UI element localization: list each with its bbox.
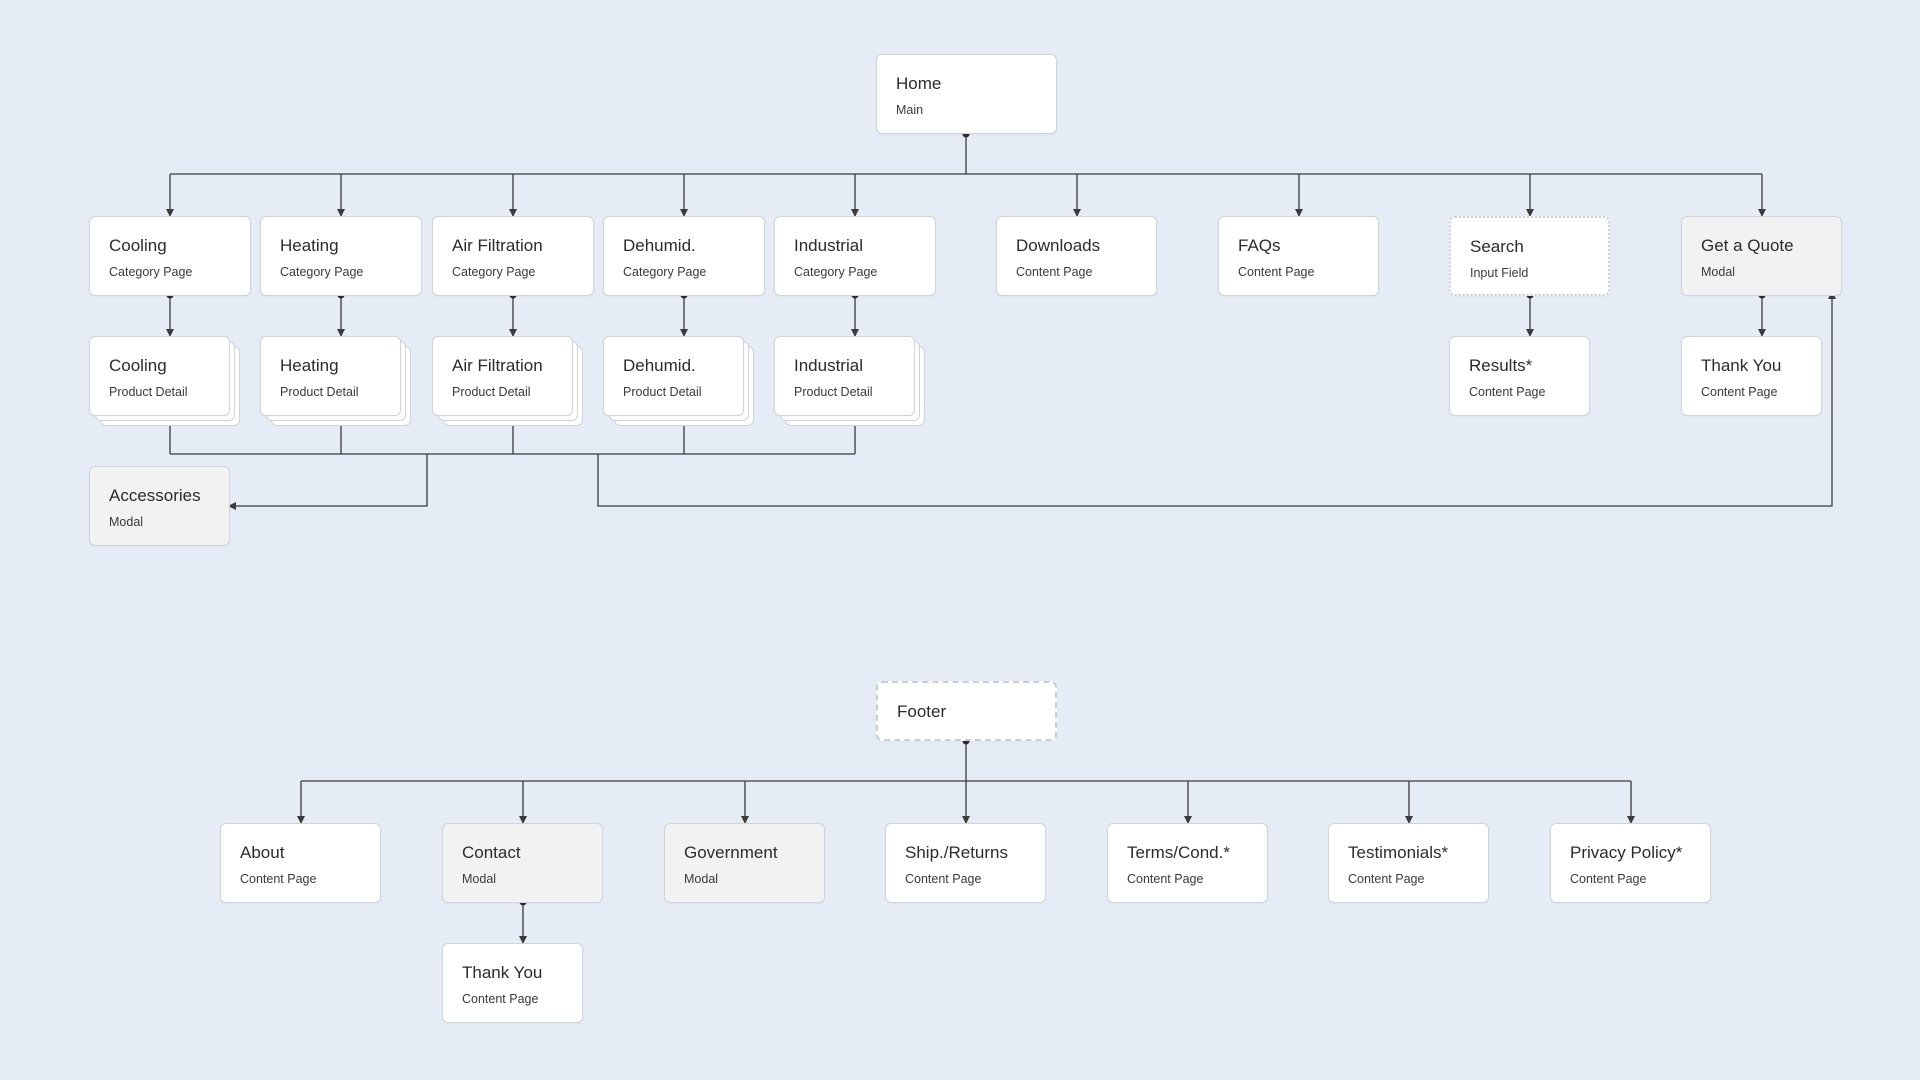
node-results[interactable]: Results* Content Page	[1449, 336, 1590, 416]
node-title: Thank You	[462, 963, 543, 982]
node-title: Heating	[280, 356, 339, 375]
node-government[interactable]: Government Modal	[664, 823, 825, 903]
node-subtitle: Product Detail	[280, 385, 359, 399]
node-privacy-policy[interactable]: Privacy Policy* Content Page	[1550, 823, 1711, 903]
node-industrial-category[interactable]: Industrial Category Page	[774, 216, 936, 296]
node-subtitle: Category Page	[280, 265, 364, 279]
node-subtitle: Category Page	[109, 265, 193, 279]
node-title: Search	[1470, 237, 1524, 256]
node-footer[interactable]: Footer	[876, 681, 1057, 741]
node-title: Accessories	[109, 486, 201, 505]
node-subtitle: Modal	[1701, 265, 1736, 279]
node-title: Air Filtration	[452, 356, 543, 375]
node-title: Dehumid.	[623, 236, 696, 255]
node-cooling-product-detail[interactable]: Cooling Product Detail	[89, 336, 230, 416]
node-title: Home	[896, 74, 942, 93]
node-title: Testimonials*	[1348, 843, 1449, 862]
node-subtitle: Product Detail	[794, 385, 873, 399]
node-dehumid-category[interactable]: Dehumid. Category Page	[603, 216, 765, 296]
node-title: About	[240, 843, 285, 862]
node-subtitle: Category Page	[623, 265, 707, 279]
node-subtitle: Content Page	[1238, 265, 1315, 279]
node-subtitle: Content Page	[1127, 872, 1204, 886]
node-title: Terms/Cond.*	[1127, 843, 1230, 862]
node-testimonials[interactable]: Testimonials* Content Page	[1328, 823, 1489, 903]
node-title: Heating	[280, 236, 339, 255]
node-air-filtration-product-detail[interactable]: Air Filtration Product Detail	[432, 336, 573, 416]
node-quote-thank-you[interactable]: Thank You Content Page	[1681, 336, 1822, 416]
node-about[interactable]: About Content Page	[220, 823, 381, 903]
node-title: FAQs	[1238, 236, 1281, 255]
node-heating-product-detail[interactable]: Heating Product Detail	[260, 336, 401, 416]
node-dehumid-product-detail[interactable]: Dehumid. Product Detail	[603, 336, 744, 416]
node-terms-conditions[interactable]: Terms/Cond.* Content Page	[1107, 823, 1268, 903]
node-subtitle: Product Detail	[109, 385, 188, 399]
node-title: Ship./Returns	[905, 843, 1008, 862]
node-title: Cooling	[109, 356, 167, 375]
node-heating-category[interactable]: Heating Category Page	[260, 216, 422, 296]
node-title: Cooling	[109, 236, 167, 255]
node-subtitle: Content Page	[1570, 872, 1647, 886]
node-subtitle: Content Page	[1016, 265, 1093, 279]
node-subtitle: Content Page	[462, 992, 539, 1006]
node-subtitle: Modal	[684, 872, 719, 886]
node-title: Footer	[897, 702, 947, 721]
node-title: Privacy Policy*	[1570, 843, 1683, 862]
connector-pd-drops	[169, 415, 856, 454]
node-faqs[interactable]: FAQs Content Page	[1218, 216, 1379, 296]
node-industrial-product-detail[interactable]: Industrial Product Detail	[774, 336, 915, 416]
node-subtitle: Content Page	[240, 872, 317, 886]
node-title: Industrial	[794, 236, 863, 255]
node-subtitle: Product Detail	[452, 385, 531, 399]
node-contact-thank-you[interactable]: Thank You Content Page	[442, 943, 583, 1023]
node-subtitle: Product Detail	[623, 385, 702, 399]
node-subtitle: Category Page	[452, 265, 536, 279]
node-title: Thank You	[1701, 356, 1782, 375]
node-title: Downloads	[1016, 236, 1101, 255]
node-cooling-category[interactable]: Cooling Category Page	[89, 216, 251, 296]
node-subtitle: Modal	[462, 872, 497, 886]
node-accessories[interactable]: Accessories Modal	[89, 466, 230, 546]
node-get-a-quote[interactable]: Get a Quote Modal	[1681, 216, 1842, 296]
node-air-filtration-category[interactable]: Air Filtration Category Page	[432, 216, 594, 296]
node-subtitle: Category Page	[794, 265, 878, 279]
connector-to-quote-loop	[597, 291, 1836, 507]
node-subtitle: Content Page	[1469, 385, 1546, 399]
node-home[interactable]: Home Main	[876, 54, 1057, 134]
node-title: Government	[684, 843, 778, 862]
node-title: Contact	[462, 843, 521, 862]
node-subtitle: Content Page	[1348, 872, 1425, 886]
connector-to-accessories	[228, 454, 428, 510]
node-subtitle: Content Page	[1701, 385, 1778, 399]
node-title: Get a Quote	[1701, 236, 1794, 255]
node-ship-returns[interactable]: Ship./Returns Content Page	[885, 823, 1046, 903]
node-title: Results*	[1469, 356, 1533, 375]
node-title: Industrial	[794, 356, 863, 375]
node-search[interactable]: Search Input Field	[1449, 216, 1610, 296]
node-subtitle: Modal	[109, 515, 144, 529]
node-downloads[interactable]: Downloads Content Page	[996, 216, 1157, 296]
node-title: Air Filtration	[452, 236, 543, 255]
node-subtitle: Content Page	[905, 872, 982, 886]
node-contact[interactable]: Contact Modal	[442, 823, 603, 903]
node-subtitle: Input Field	[1470, 266, 1529, 280]
node-subtitle: Main	[896, 103, 924, 117]
node-title: Dehumid.	[623, 356, 696, 375]
